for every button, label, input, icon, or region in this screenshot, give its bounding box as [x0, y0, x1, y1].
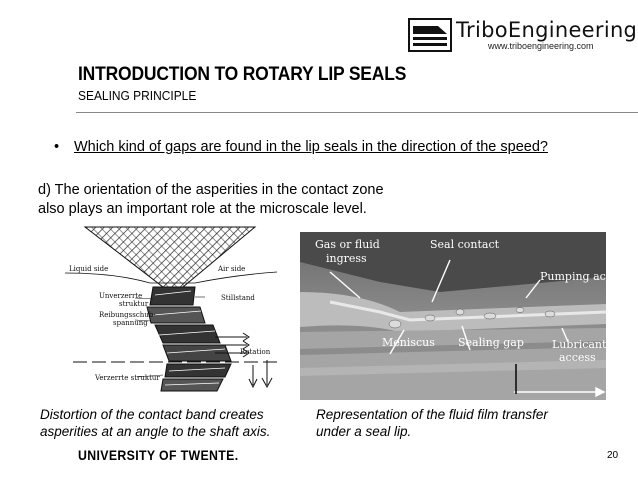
label-gas-fluid: Gas or fluid [315, 238, 380, 251]
label-stillstand: Stillstand [221, 294, 255, 302]
label-meniscus: Meniscus [382, 336, 435, 349]
header-divider [76, 112, 638, 113]
label-air-side: Air side [218, 265, 246, 273]
fluid-film-figure: Gas or fluid ingress Seal contact Pumpin… [299, 232, 627, 400]
label-rotation: Rotation [240, 348, 271, 356]
logo-brand: TriboEngineering [456, 18, 638, 42]
label-struktur: struktur [119, 300, 149, 308]
caption-left-line-1: Distortion of the contact band creates [40, 407, 264, 422]
label-access: access [559, 351, 596, 364]
label-ingress: ingress [326, 252, 367, 265]
label-unverzerrte: Unverzerrte [99, 292, 143, 300]
label-reibungsschub: Reibungsschub- [99, 311, 156, 319]
tribo-logo: TriboEngineering www.triboengineering.co… [408, 18, 637, 56]
fluid-film-photo [299, 232, 607, 400]
asperity-distortion-figure: Liquid side Air side Unverzerrte struktu… [55, 225, 280, 400]
bullet-marker: • [54, 139, 60, 155]
university-logo: UNIVERSITY OF TWENTE. [78, 447, 239, 463]
label-sealing-gap: Sealing gap [458, 336, 524, 349]
bullet-question: • Which kind of gaps are found in the lip… [54, 139, 548, 155]
label-liquid-side: Liquid side [69, 265, 109, 273]
caption-left-line-2: asperities at an angle to the shaft axis… [40, 424, 271, 439]
label-seal-contact: Seal contact [430, 238, 500, 251]
body-line-2: also plays an important role at the micr… [38, 201, 367, 217]
page-subtitle: SEALING PRINCIPLE [78, 88, 197, 103]
logo-url: www.triboengineering.com [488, 41, 594, 51]
page-number: 20 [607, 450, 619, 461]
label-spannung: spannung [113, 319, 148, 327]
label-verzerrte-struktur: Verzerrte struktur [95, 374, 160, 382]
page-title: INTRODUCTION TO ROTARY LIP SEALS [78, 64, 407, 85]
body-line-1: d) The orientation of the asperities in … [38, 182, 384, 198]
caption-right-line-1: Representation of the fluid film transfe… [316, 407, 548, 422]
tribo-logo-icon [408, 18, 452, 52]
question-text: Which kind of gaps are found in the lip … [74, 139, 548, 155]
caption-right-line-2: under a seal lip. [316, 424, 412, 439]
label-lubricant: Lubricant [552, 338, 607, 351]
asperity-diagram [64, 226, 278, 392]
label-pumping-action: Pumping action [540, 270, 628, 283]
